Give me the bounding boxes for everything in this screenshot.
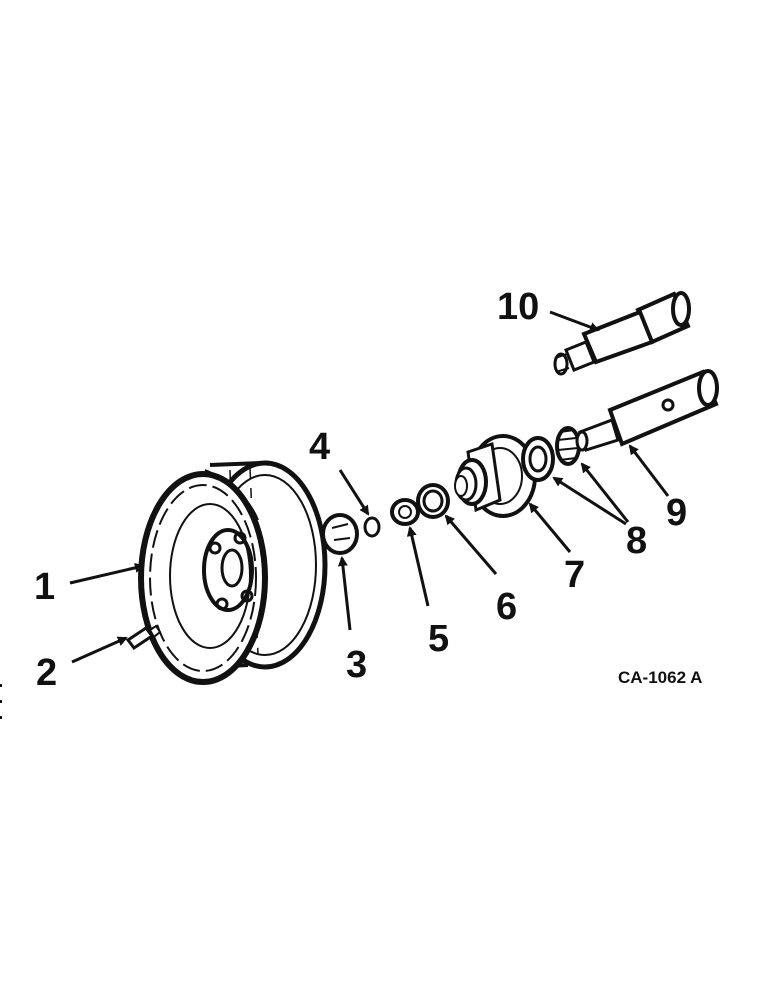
bearing-cup <box>416 483 450 519</box>
callout-1: 1 <box>34 566 56 608</box>
leader-2 <box>71 636 128 664</box>
callout-4: 4 <box>309 426 331 468</box>
callout-5: 5 <box>428 618 450 660</box>
nut <box>363 516 381 538</box>
callout-8: 8 <box>626 520 648 562</box>
scan-specks <box>0 684 2 719</box>
leader-1 <box>69 562 145 585</box>
spindle <box>575 369 719 452</box>
callout-9: 9 <box>666 492 688 534</box>
leader-10 <box>549 310 600 332</box>
leader-7 <box>528 502 572 553</box>
callout-2: 2 <box>36 652 58 694</box>
bearing-cone <box>390 498 420 526</box>
callout-7: 7 <box>564 554 586 596</box>
callout-6: 6 <box>496 586 518 628</box>
leader-8b <box>580 462 630 523</box>
leader-9 <box>628 444 670 497</box>
leader-3 <box>337 556 352 631</box>
hub-cap <box>321 513 359 555</box>
valve-stem <box>125 624 162 651</box>
leader-5 <box>406 526 430 607</box>
callout-10: 10 <box>497 286 540 328</box>
leader-6 <box>444 514 498 575</box>
leader-lines <box>69 310 670 664</box>
leader-8a <box>552 476 627 526</box>
drawing-code: CA-1062 A <box>618 668 703 687</box>
wheel-rim <box>138 460 328 685</box>
hub <box>454 434 537 518</box>
callout-3: 3 <box>346 644 368 686</box>
seal-and-bearing <box>521 426 581 482</box>
alternate-spindle <box>553 291 691 376</box>
leader-4 <box>338 469 370 516</box>
